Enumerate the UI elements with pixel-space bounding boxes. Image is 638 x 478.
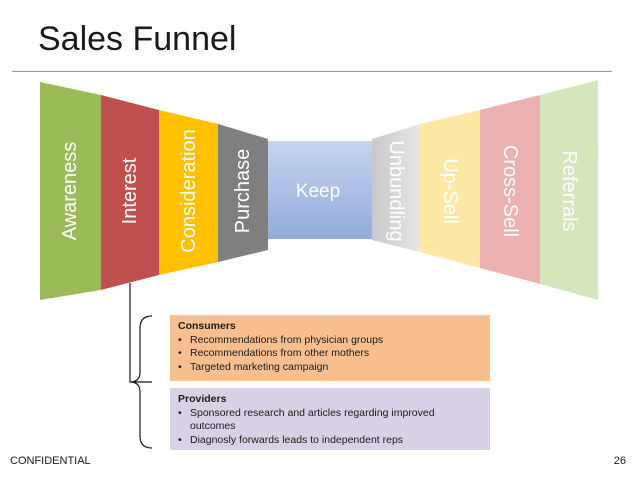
providers-title: Providers	[178, 393, 227, 405]
consumers-box: Consumers Recommendations from physician…	[170, 315, 490, 381]
funnel-segment-keep	[268, 141, 372, 239]
interest-connector-bracket	[129, 283, 153, 449]
consumers-title: Consumers	[178, 320, 236, 332]
funnel-segment-referrals	[540, 80, 598, 300]
funnel-segment-up-sell	[420, 110, 480, 268]
funnel-segment-cross-sell	[480, 95, 540, 284]
consumers-item: Recommendations from other mothers	[178, 347, 482, 361]
stage-label-referrals: Referrals	[558, 150, 580, 232]
funnel-segment-unbundling	[372, 124, 420, 252]
stage-label-awareness: Awareness	[59, 141, 81, 241]
consumers-item: Recommendations from physician groups	[178, 334, 482, 348]
funnel-segment-interest	[101, 95, 159, 290]
providers-list: Sponsored research and articles regardin…	[178, 407, 482, 448]
confidential-footer: CONFIDENTIAL	[10, 455, 91, 467]
funnel-segment-consideration	[159, 110, 218, 275]
stage-label-purchase: Purchase	[232, 148, 254, 234]
consumers-item: Targeted marketing campaign	[178, 361, 482, 375]
title-divider	[12, 71, 612, 72]
funnel-segment-awareness	[40, 82, 101, 300]
providers-box: Providers Sponsored research and article…	[170, 388, 490, 450]
stage-label-interest: Interest	[119, 157, 141, 225]
page-number: 26	[613, 455, 626, 467]
stage-label-consideration: Consideration	[178, 129, 200, 253]
consumers-list: Recommendations from physician groups Re…	[178, 334, 482, 375]
stage-label-cross-sell: Cross-Sell	[499, 144, 521, 238]
funnel-segment-purchase	[218, 124, 268, 262]
providers-item: Diagnosly forwards leads to independent …	[178, 434, 482, 448]
stage-label-unbundling: Unbundling	[385, 140, 407, 242]
providers-item: Sponsored research and articles regardin…	[178, 407, 482, 434]
slide-title: Sales Funnel	[38, 20, 237, 58]
stage-label-keep: Keep	[295, 181, 341, 202]
stage-label-up-sell: Up-Sell	[439, 158, 461, 224]
